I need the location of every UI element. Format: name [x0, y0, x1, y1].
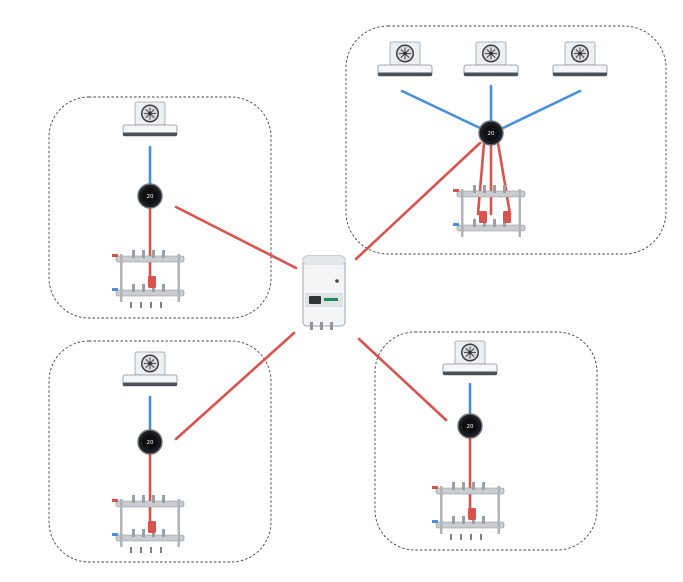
thermostat-reading: 20 — [147, 194, 154, 200]
heating-manifold-icon — [431, 481, 505, 541]
air-conditioner-icon — [552, 41, 608, 77]
thermostat-reading: 20 — [488, 131, 495, 137]
heating-manifold-icon — [111, 494, 185, 554]
thermostat-reading: 20 — [147, 440, 154, 446]
air-conditioner-icon — [442, 340, 498, 376]
zone-top-right-border — [345, 25, 667, 255]
air-conditioner-icon — [463, 41, 519, 77]
zone-bottom-left-border — [48, 340, 272, 563]
zone-top-right: 20 — [377, 41, 608, 238]
boiler-icon — [302, 255, 346, 330]
air-conditioner-icon — [122, 351, 178, 387]
zone-top-left: 20 — [111, 101, 185, 309]
zone-bottom-left: 20 — [111, 351, 185, 554]
thermostat-icon: 20 — [478, 120, 504, 146]
zone-bottom-right: 20 — [431, 340, 505, 541]
zone-top-left-border — [48, 96, 272, 319]
heating-manifold-icon — [452, 184, 526, 238]
thermostat-icon: 20 — [137, 183, 163, 209]
thermostat-icon: 20 — [137, 429, 163, 455]
air-conditioner-icon — [377, 41, 433, 77]
boiler-supply-lines — [174, 141, 482, 441]
thermostat-icon: 20 — [457, 413, 483, 439]
heating-manifold-icon — [111, 249, 185, 309]
thermostat-reading: 20 — [467, 424, 474, 430]
air-conditioner-icon — [122, 101, 178, 137]
